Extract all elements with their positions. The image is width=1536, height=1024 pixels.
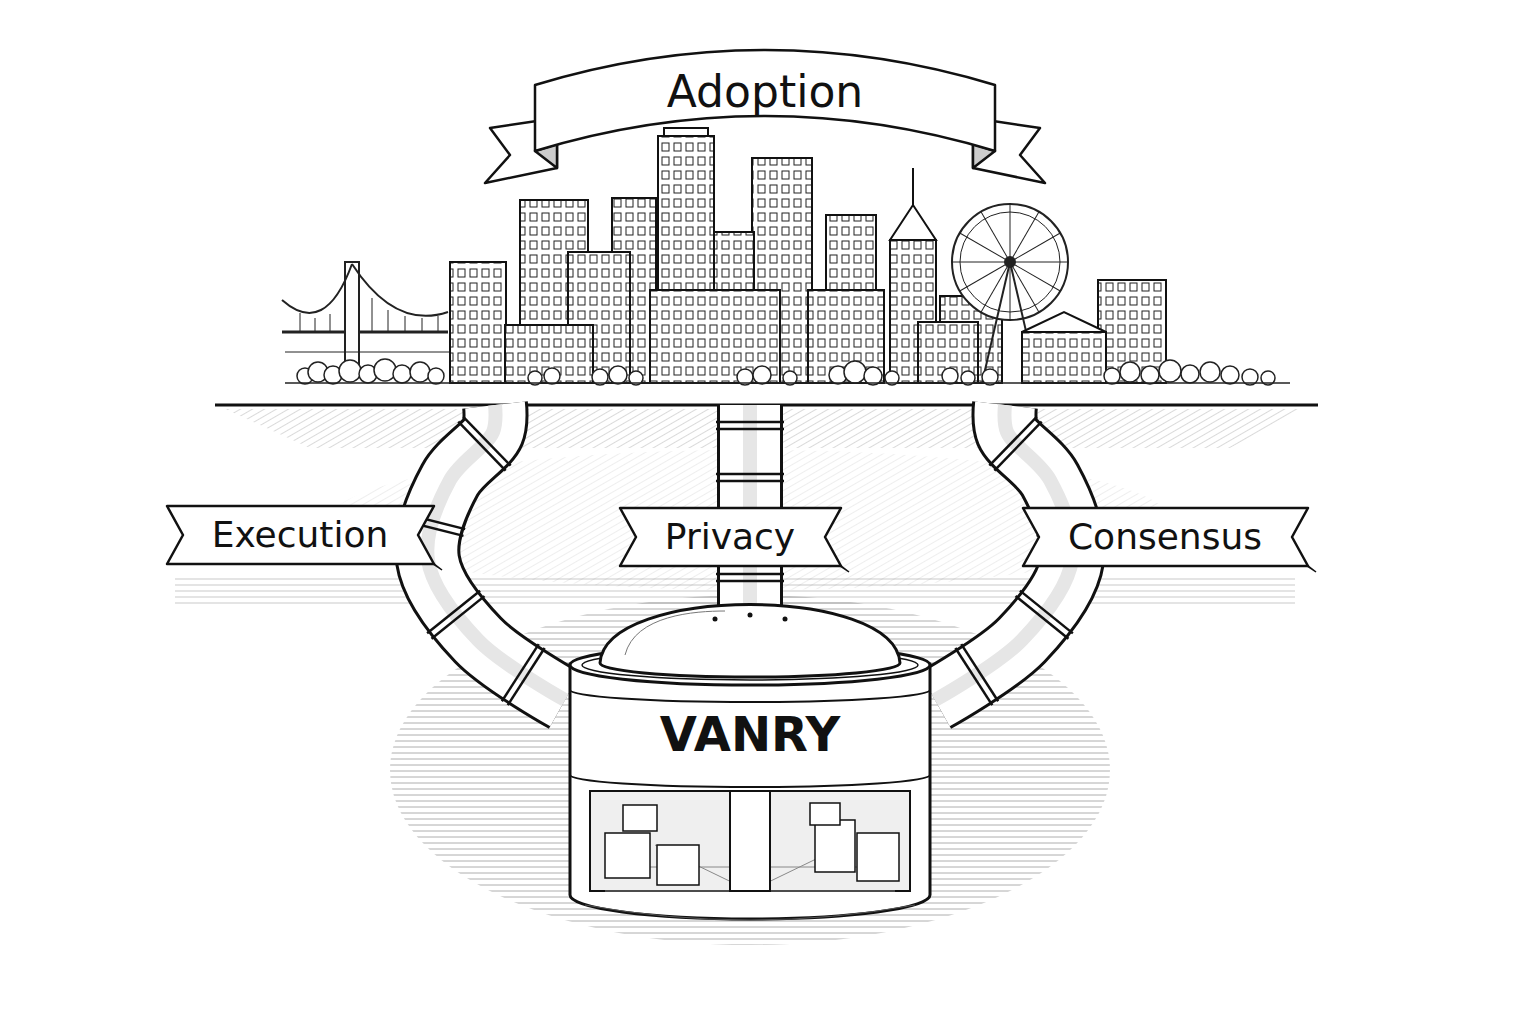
bridge-cable	[282, 264, 352, 313]
bush	[1200, 362, 1220, 382]
bush	[1159, 360, 1181, 382]
bush	[1104, 368, 1120, 384]
dome-rivet	[713, 617, 718, 622]
pipe-axis	[427, 405, 565, 700]
pipe-coupling	[994, 422, 1041, 471]
banner-ribbon	[1023, 508, 1308, 566]
pipe-coupling	[1016, 596, 1069, 639]
pipe-label: Consensus	[1068, 516, 1262, 557]
server-box	[857, 833, 899, 881]
city-baseline	[285, 382, 1290, 384]
bush	[753, 366, 771, 384]
bush	[410, 362, 430, 382]
bushes	[297, 359, 1275, 385]
bush	[1181, 365, 1199, 383]
building	[650, 290, 780, 383]
bridge-hangers	[300, 298, 438, 332]
shore-line	[285, 352, 450, 353]
bush	[544, 368, 560, 384]
bridge	[282, 262, 450, 372]
banner-band	[535, 50, 995, 151]
pipe-connector	[716, 405, 784, 605]
pipe-coupling	[1020, 591, 1073, 634]
roof	[1022, 312, 1106, 332]
dome-shade	[625, 611, 725, 655]
hub-base-hatch	[585, 905, 915, 920]
hub-label: VANRY	[660, 707, 840, 762]
server-box	[605, 833, 650, 878]
bridge-deck	[282, 331, 448, 334]
hub-body	[570, 665, 930, 919]
pipe-coupling	[502, 644, 539, 701]
bush	[1120, 362, 1140, 382]
pipe-body	[427, 405, 565, 700]
pipe-coupling	[955, 648, 992, 705]
adoption-banner: Adoption	[215, 40, 1315, 405]
pipe-coupling	[432, 596, 485, 639]
banner-ribbon	[167, 506, 434, 564]
server-box	[623, 805, 657, 831]
bush	[374, 359, 396, 381]
pipe-label: Execution	[212, 514, 389, 555]
pipe-coupling	[716, 473, 784, 476]
back-buildings	[450, 128, 1166, 383]
server-box	[810, 803, 840, 825]
building	[450, 262, 506, 383]
spire-needle	[912, 168, 914, 205]
bush	[393, 365, 411, 383]
pipe-coupling	[961, 644, 998, 701]
bush	[844, 361, 866, 383]
pipe-coupling	[508, 648, 545, 705]
banner-label: Execution	[167, 506, 434, 564]
pipe-coupling	[716, 480, 784, 483]
bush	[942, 368, 958, 384]
pipe-outline	[427, 405, 565, 700]
vanry-hub: VANRY	[565, 605, 935, 920]
front-buildings	[505, 290, 1106, 383]
building	[1098, 280, 1166, 383]
bush	[1221, 366, 1239, 384]
banner-label: Consensus	[1023, 508, 1308, 566]
band-line	[570, 690, 930, 702]
pipe-coupling	[989, 417, 1036, 466]
cutaway-room	[590, 791, 910, 891]
room-pillar	[730, 791, 770, 891]
hub-dome	[600, 605, 900, 678]
pipe-shade	[427, 405, 565, 700]
banner-label: Privacy	[620, 508, 841, 566]
bush	[339, 360, 361, 382]
bush	[428, 368, 444, 384]
dome-rivet	[783, 617, 788, 622]
pipe-coupling	[463, 417, 510, 466]
pipe-outline	[717, 405, 783, 605]
band-line	[570, 775, 930, 787]
building	[1022, 332, 1106, 383]
pipe-label: Privacy	[665, 516, 795, 557]
pipe-coupling	[716, 573, 784, 576]
wheel-leg	[982, 262, 1010, 383]
banner-ribbon	[620, 508, 841, 566]
pipe-coupling	[427, 591, 480, 634]
pipe-coupling	[458, 422, 505, 471]
dome-rivet	[748, 613, 753, 618]
pipe-coupling	[716, 580, 784, 583]
bush	[609, 366, 627, 384]
server-box	[815, 820, 855, 872]
bush	[1141, 366, 1159, 384]
spire	[890, 205, 936, 240]
pipe-coupling	[716, 421, 784, 424]
hub-shape	[565, 605, 935, 920]
pipe-coupling	[716, 428, 784, 431]
banner-title: Adoption	[667, 67, 863, 118]
server-box	[657, 845, 699, 885]
bridge-cable	[352, 264, 448, 316]
building	[505, 325, 593, 383]
